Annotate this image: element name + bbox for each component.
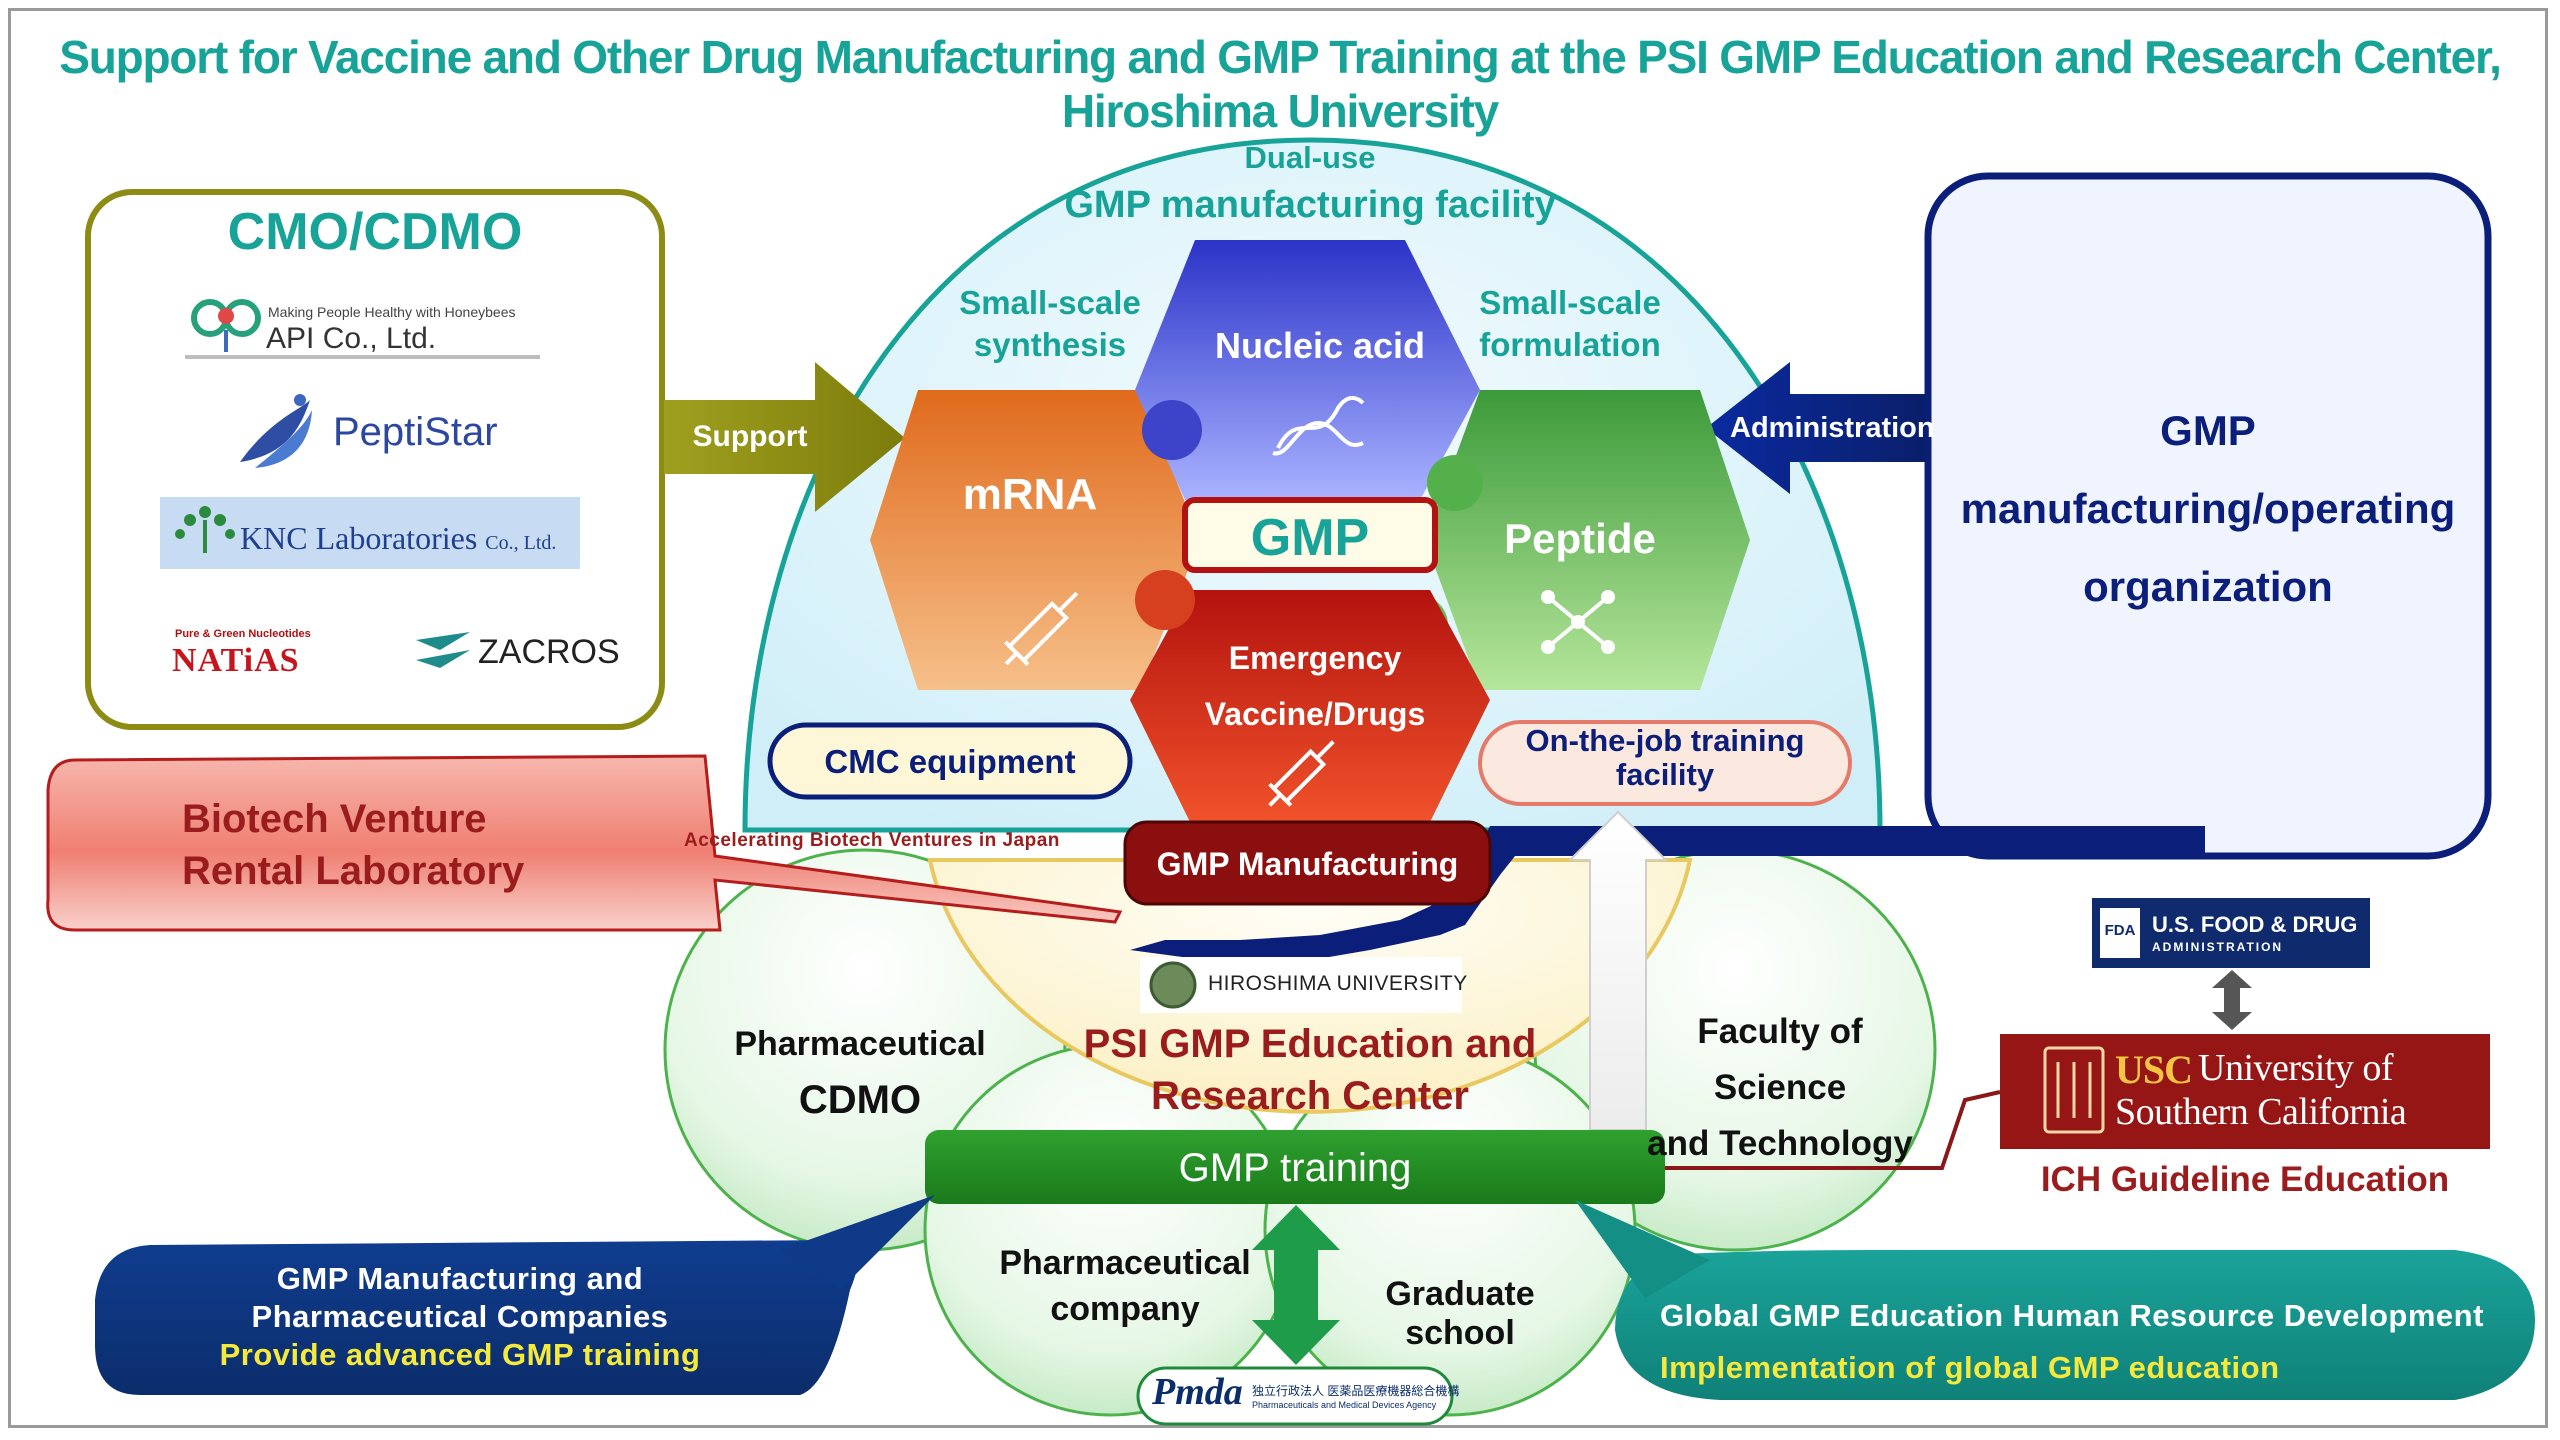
dual-use-label: Dual-use [1100, 140, 1520, 176]
mrna-label: mRNA [930, 470, 1130, 520]
gmp-manufacturing-label: GMP Manufacturing [1125, 846, 1490, 883]
fda-line1: U.S. FOOD & DRUG [2152, 912, 2357, 938]
psi-center-label: PSI GMP Education and Research Center [1030, 1018, 1590, 1122]
biotech-label: Biotech Venture Rental Laboratory [182, 793, 524, 897]
peptistar-name: PeptiStar [333, 410, 498, 455]
administration-label: Administration [1730, 412, 1930, 445]
pmda-en: Pharmaceuticals and Medical Devices Agen… [1252, 1400, 1436, 1410]
pmda-abbr: Pmda [1152, 1370, 1243, 1414]
fda-line2: ADMINISTRATION [2152, 940, 2283, 954]
gmp-org-label: GMP manufacturing/operating organization [1928, 392, 2488, 626]
cmc-equipment-label: CMC equipment [770, 743, 1130, 781]
api-tagline: Making People Healthy with Honeybees [268, 304, 515, 320]
knc-name: KNC Laboratories Co., Ltd. [240, 520, 556, 557]
gmp-center-label: GMP [1185, 508, 1435, 568]
api-name: API Co., Ltd. [266, 322, 436, 356]
natias-tagline: Pure & Green Nucleotides [175, 628, 311, 640]
fda-badge-label: FDA [2100, 922, 2140, 939]
cmo-cdmo-heading: CMO/CDMO [88, 202, 662, 262]
support-label: Support [680, 420, 820, 454]
emergency-label: Emergency Vaccine/Drugs [1170, 630, 1460, 742]
peptide-label: Peptide [1480, 515, 1680, 563]
pharmaceutical-cdmo-label: Pharmaceutical CDMO [720, 1016, 1000, 1128]
pharmaceutical-company-label: Pharmaceutical company [990, 1240, 1260, 1332]
right-callout-text: Global GMP Education Human Resource Deve… [1660, 1290, 2484, 1394]
left-callout-text: GMP Manufacturing and Pharmaceutical Com… [100, 1260, 820, 1374]
usc-abbr: USC [2115, 1046, 2192, 1093]
ich-label: ICH Guideline Education [2000, 1160, 2490, 1200]
usc-line1: University of [2198, 1046, 2393, 1090]
graduate-school-label: Graduate school [1330, 1275, 1590, 1353]
hiroshima-seal-icon [1151, 963, 1195, 1007]
small-scale-formulation-label: Small-scale formulation [1450, 282, 1690, 366]
accelerating-label: Accelerating Biotech Ventures in Japan [684, 830, 1060, 852]
pmda-jp: 独立行政法人 医薬品医療機器総合機構 [1252, 1382, 1459, 1399]
gmp-facility-label: GMP manufacturing facility [1000, 184, 1620, 227]
ojt-facility-label: On-the-job training facility [1480, 724, 1850, 792]
natias-name: NATiAS [172, 642, 300, 680]
zacros-name: ZACROS [478, 633, 620, 672]
hiroshima-label: HIROSHIMA UNIVERSITY [1208, 972, 1468, 996]
fda-usc-double-arrow [2212, 970, 2252, 1030]
nucleic-acid-label: Nucleic acid [1170, 325, 1470, 367]
small-scale-synthesis-label: Small-scale synthesis [935, 282, 1165, 366]
faculty-label: Faculty of Science and Technology [1640, 1004, 1920, 1172]
gmp-training-label: GMP training [925, 1146, 1665, 1191]
usc-line2: Southern California [2115, 1090, 2406, 1134]
